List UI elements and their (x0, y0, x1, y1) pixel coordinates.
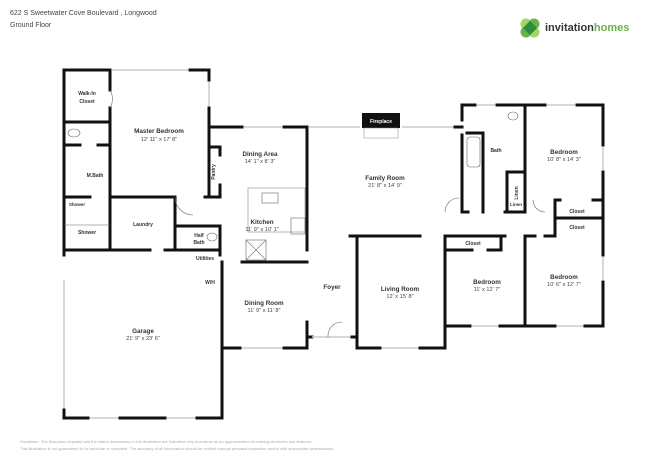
kitchen-counter (247, 187, 306, 233)
bedroom-ne-dims: 10' 8" x 14' 3" (547, 157, 581, 163)
walls (62, 68, 605, 420)
dining-area-dims: 14' 1" x 8' 3" (245, 159, 276, 165)
walk-in-closet-label: Walk-In (78, 91, 96, 97)
property-address: 622 S Sweetwater Cove Boulevard , Longwo… (10, 10, 157, 17)
bedroom-se-label: Bedroom (550, 274, 578, 281)
dining-room-label: Dining Room (244, 300, 284, 307)
closet-label: Closet (465, 241, 481, 247)
fridge-icon (245, 239, 267, 261)
kitchen-label: Kitchen (250, 219, 273, 226)
water-heater-label: W/H (205, 280, 215, 286)
fireplace-label: Fireplace (370, 119, 392, 125)
toilet-icon (67, 128, 81, 138)
bedroom-mid-dims: 11' x 12' 7" (474, 287, 501, 293)
dining-area-label: Dining Area (242, 151, 278, 158)
pantry-label: Pantry (211, 164, 217, 180)
toilet-icon (507, 111, 519, 121)
bath-label: Bath (490, 148, 501, 154)
linen-label: Linen (514, 186, 520, 199)
living-room-dims: 12' x 15' 8" (386, 294, 413, 300)
bedroom-mid-label: Bedroom (473, 279, 501, 286)
garage-label: Garage (132, 328, 154, 335)
utilities-label: Utilities (196, 256, 214, 262)
floor-label: Ground Floor (10, 22, 52, 29)
room-labels: Walk-In Closet Master Bedroom 12' 11" x … (69, 91, 585, 342)
foyer-label: Foyer (323, 284, 341, 291)
shower-label-2: Shower (78, 230, 96, 236)
garage-dims: 21' 9" x 23' 6" (126, 336, 160, 342)
family-room-dims: 21' 8" x 14' 9" (368, 183, 402, 189)
linen-label-2: Linen (510, 202, 522, 207)
logo-text: invitationhomes (545, 22, 630, 34)
master-bath-label: M.Bath (87, 173, 104, 179)
half-bath-label-2: Bath (193, 240, 204, 246)
master-bedroom-label: Master Bedroom (134, 128, 184, 135)
disclaimer-line-2: This illustration is not guaranteed to b… (20, 446, 335, 451)
bedroom-ne-label: Bedroom (550, 149, 578, 156)
fireplace (362, 113, 400, 128)
stove-icon (290, 217, 306, 235)
fixtures: Fireplace (67, 89, 546, 338)
walk-in-closet-label-2: Closet (79, 99, 95, 105)
kitchen-dims: 11' 9" x 10' 1" (245, 227, 278, 233)
laundry-label: Laundry (133, 222, 153, 228)
shower-label: Shower (69, 202, 86, 207)
closet-label: Closet (569, 209, 585, 215)
dining-room-dims: 11' 9" x 11' 8" (248, 308, 281, 314)
clover-logo-icon (520, 18, 540, 38)
closet-label: Closet (569, 225, 585, 231)
disclaimer-line-1: Disclaimer: The floorplans depicted and … (20, 439, 313, 444)
half-bath-label: Half (194, 233, 204, 239)
toilet-icon (206, 232, 218, 242)
door-swings (109, 89, 546, 338)
invitation-homes-logo: invitationhomes (519, 17, 629, 39)
bathtub-icon (466, 136, 481, 168)
family-room-label: Family Room (365, 175, 405, 182)
living-room-label: Living Room (381, 286, 420, 293)
master-bedroom-dims: 12' 11" x 17' 8" (141, 137, 177, 143)
bedroom-se-dims: 10' 6" x 12' 7" (547, 282, 581, 288)
sink-icon (261, 192, 279, 204)
